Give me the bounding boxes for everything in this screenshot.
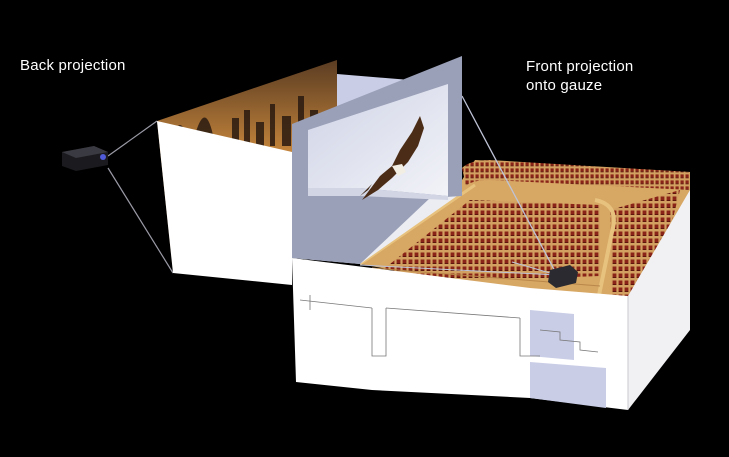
eagle-icon [360, 116, 424, 200]
back-projection-label: Back projection [20, 57, 126, 74]
left-wall [157, 121, 292, 285]
projector-icon [548, 265, 578, 288]
front-building-wall [292, 190, 690, 410]
projector-icon [62, 146, 108, 171]
front-projection-beams [359, 95, 558, 276]
back-projection-beams [107, 120, 174, 274]
front-projection-label: Front projection onto gauze [526, 58, 634, 94]
gauze-screen [292, 56, 462, 264]
